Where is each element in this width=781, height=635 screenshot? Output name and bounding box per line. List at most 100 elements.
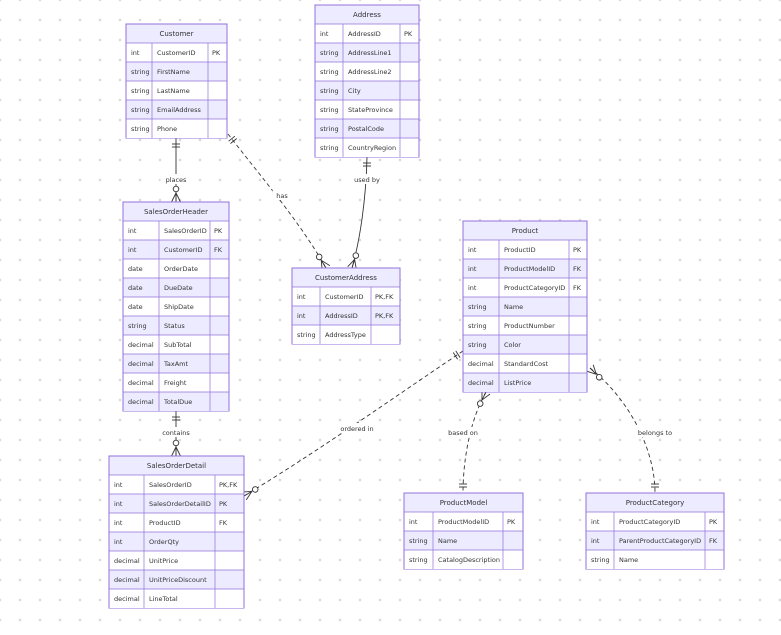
relationship-label: belongs to: [631, 427, 679, 437]
attribute-type: string: [320, 144, 339, 152]
attribute-type: string: [320, 125, 339, 133]
attribute-key: PK: [404, 30, 413, 38]
attribute-name: ProductCategoryID: [504, 284, 565, 292]
attribute-type: string: [409, 537, 428, 545]
attribute-name: StandardCost: [504, 360, 548, 368]
attribute-type: string: [128, 322, 147, 330]
attribute-type: string: [297, 331, 316, 339]
entity-address[interactable]: Address int AddressID PK string AddressLine1 s…: [314, 4, 420, 158]
attribute-type: string: [131, 125, 150, 133]
svg-text:based on: based on: [448, 429, 478, 437]
attribute-name: CountryRegion: [348, 144, 396, 152]
relationship-ordered-in: [241, 350, 464, 501]
attribute-name: StateProvince: [348, 106, 393, 114]
attribute-type: int: [128, 246, 137, 254]
relationship-label: places: [160, 174, 192, 184]
attribute-key: FK: [709, 537, 718, 545]
attribute-name: ListPrice: [504, 379, 531, 387]
attribute-type: int: [114, 519, 123, 527]
attribute-name: SubTotal: [164, 341, 192, 349]
attribute-type: int: [591, 537, 600, 545]
attribute-name: Name: [619, 556, 638, 564]
attribute-key: PK,FK: [219, 481, 238, 489]
attribute-type: string: [320, 68, 339, 76]
attribute-type: decimal: [468, 379, 494, 387]
attribute-type: decimal: [114, 595, 140, 603]
attribute-name: SalesOrderDetailID: [149, 500, 211, 508]
attribute-name: CatalogDescription: [438, 556, 500, 564]
svg-text:contains: contains: [162, 429, 190, 437]
attribute-name: EmailAddress: [157, 106, 202, 114]
attribute-key: FK: [214, 246, 223, 254]
attribute-type: string: [409, 556, 428, 564]
attribute-name: SalesOrderID: [149, 481, 192, 489]
attribute-name: ProductModelID: [504, 265, 555, 273]
attribute-name: PostalCode: [348, 125, 384, 133]
attribute-name: Color: [504, 341, 521, 349]
attribute-type: int: [468, 246, 477, 254]
attribute-name: CustomerID: [157, 49, 196, 57]
attribute-name: LastName: [157, 87, 190, 95]
attribute-name: AddressID: [348, 30, 381, 38]
attribute-type: string: [131, 106, 150, 114]
attribute-type: int: [114, 500, 123, 508]
entity-title: Customer: [159, 30, 193, 38]
attribute-key: PK: [573, 246, 582, 254]
attribute-type: string: [468, 341, 487, 349]
attribute-name: Phone: [157, 125, 177, 133]
attribute-name: CustomerID: [325, 293, 364, 301]
attribute-key: PK: [219, 500, 228, 508]
attribute-type: int: [468, 265, 477, 273]
attribute-name: OrderQty: [149, 538, 179, 546]
entity-title: SalesOrderDetail: [147, 462, 206, 470]
relationship-belongs-to: [586, 364, 659, 494]
relationship-label: based on: [443, 427, 483, 437]
attribute-key: PK,FK: [375, 293, 394, 301]
svg-text:belongs to: belongs to: [638, 429, 672, 437]
attribute-name: Status: [164, 322, 185, 330]
attribute-name: OrderDate: [164, 265, 198, 273]
attribute-type: int: [114, 538, 123, 546]
attribute-name: Freight: [164, 379, 187, 387]
attribute-type: decimal: [128, 341, 154, 349]
attribute-type: string: [468, 322, 487, 330]
attribute-key: PK: [709, 518, 718, 526]
attribute-name: ParentProductCategoryID: [619, 537, 701, 545]
attribute-type: decimal: [114, 576, 140, 584]
attribute-type: string: [320, 87, 339, 95]
attribute-type: date: [128, 265, 143, 273]
entity-title: Address: [353, 11, 381, 19]
attribute-type: int: [591, 518, 600, 526]
attribute-type: int: [297, 312, 306, 320]
attribute-name: ProductModelID: [438, 518, 489, 526]
attribute-name: AddressLine1: [348, 49, 392, 57]
entity-title: SalesOrderHeader: [144, 208, 208, 216]
attribute-name: FirstName: [157, 68, 190, 76]
attribute-type: decimal: [128, 379, 154, 387]
attribute-name: UnitPrice: [149, 557, 178, 565]
attribute-type: int: [320, 30, 329, 38]
entity-title: Product: [512, 227, 539, 235]
attribute-name: DueDate: [164, 284, 193, 292]
attribute-name: ProductCategoryID: [619, 518, 680, 526]
attribute-key: PK: [214, 227, 223, 235]
attribute-name: CustomerID: [164, 246, 203, 254]
attribute-key: FK: [219, 519, 228, 527]
attribute-key: PK,FK: [375, 312, 394, 320]
attribute-key: FK: [573, 265, 582, 273]
attribute-type: string: [468, 303, 487, 311]
attribute-type: int: [114, 481, 123, 489]
attribute-name: AddressID: [325, 312, 358, 320]
attribute-name: UnitPriceDiscount: [149, 576, 207, 584]
attribute-name: ProductID: [149, 519, 181, 527]
attribute-type: date: [128, 303, 143, 311]
